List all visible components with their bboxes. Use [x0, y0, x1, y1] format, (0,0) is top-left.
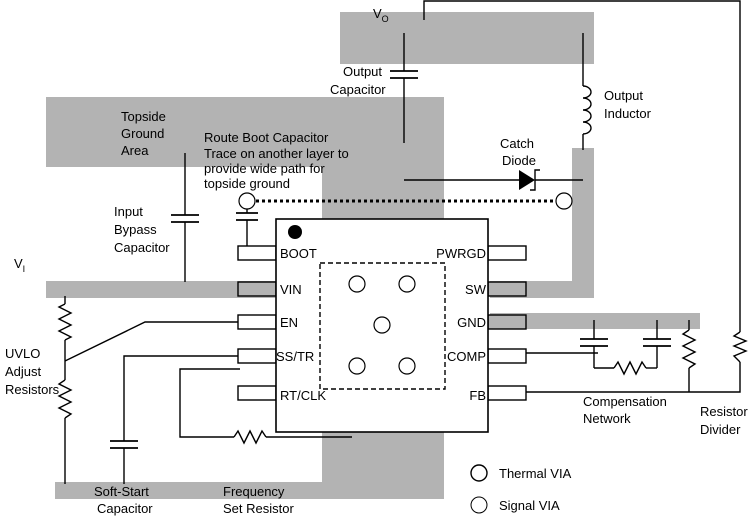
- pin-label-right: COMP: [447, 349, 486, 364]
- ground-bottom-strip: [55, 482, 444, 499]
- traces: [64, 0, 741, 484]
- capacitor-plates: [110, 70, 671, 449]
- route-boot-note: Route Boot Capacitor: [204, 130, 329, 145]
- catch-diode-symbol: [519, 169, 540, 191]
- thermal-via: [373, 316, 391, 334]
- route-boot-note: topside ground: [204, 176, 290, 191]
- fb-divider-resistor: [681, 329, 697, 369]
- pin-label-right: FB: [469, 388, 486, 403]
- signal-via-legend-icon: [470, 496, 488, 514]
- soft-start-label: Soft-Start: [94, 484, 149, 499]
- uvlo-label: UVLO: [5, 346, 40, 361]
- topside-ground-label: Ground: [121, 126, 164, 141]
- sw-signal-via: [555, 192, 573, 210]
- topside-ground-label: Topside: [121, 109, 166, 124]
- frequency-resistor: [233, 429, 267, 445]
- output-inductor-label: Output: [604, 88, 643, 103]
- output-capacitor-label: Output: [343, 64, 382, 79]
- pad-sw: [487, 281, 527, 297]
- route-boot-note: provide wide path for: [204, 161, 325, 176]
- resistor-divider-label: Resistor: [700, 404, 748, 419]
- pin-label-right: PWRGD: [436, 246, 486, 261]
- annotations: VO VI Output Capacitor Output Inductor T…: [5, 6, 748, 516]
- vo-copper-area: [340, 12, 594, 64]
- output-inductor-label: Inductor: [604, 106, 652, 121]
- resistor-divider-label: Divider: [700, 422, 741, 437]
- thermal-via: [398, 275, 416, 293]
- compensation-label: Compensation: [583, 394, 667, 409]
- sw-copper-vertical: [572, 148, 594, 298]
- pad-pwrgd: [487, 245, 527, 261]
- output-inductor-coil: [582, 85, 592, 135]
- catch-diode-label: Catch: [500, 136, 534, 151]
- input-bypass-label: Capacitor: [114, 240, 170, 255]
- route-boot-note: Trace on another layer to: [204, 146, 349, 161]
- input-bypass-label: Bypass: [114, 222, 157, 237]
- thermal-via-legend-label: Thermal VIA: [499, 466, 572, 481]
- uvlo-resistor-bottom: [57, 379, 73, 419]
- pin-label-left: EN: [280, 315, 298, 330]
- pad-comp: [487, 348, 527, 364]
- thermal-via: [348, 357, 366, 375]
- output-capacitor-label: Capacitor: [330, 82, 386, 97]
- pin-label-left: BOOT: [280, 246, 317, 261]
- pin-label-left: VIN: [280, 282, 302, 297]
- pad-gnd: [487, 314, 527, 330]
- vo-divider-resistor: [732, 331, 748, 363]
- vo-label: VO: [373, 6, 389, 24]
- pin-label-left: SS/TR: [276, 349, 314, 364]
- pin-label-right: SW: [465, 282, 487, 297]
- vi-label: VI: [14, 256, 25, 274]
- gnd-copper-strip: [490, 313, 700, 329]
- thermal-via-legend-icon: [470, 464, 488, 482]
- frequency-set-label: Set Resistor: [223, 501, 294, 516]
- ic-package: BOOT VIN EN SS/TR RT/CLK PWRGD SW GND CO…: [237, 218, 527, 433]
- thermal-via: [398, 357, 416, 375]
- uvlo-label: Resistors: [5, 382, 60, 397]
- compensation-label: Network: [583, 411, 631, 426]
- signal-via-legend-label: Signal VIA: [499, 498, 560, 513]
- pad-en: [237, 314, 277, 330]
- uvlo-label: Adjust: [5, 364, 42, 379]
- ic-body: [275, 218, 489, 433]
- thermal-via: [348, 275, 366, 293]
- pin1-marker: [288, 225, 302, 239]
- input-bypass-label: Input: [114, 204, 143, 219]
- topside-ground-label: Area: [121, 143, 149, 158]
- pin-label-right: GND: [457, 315, 486, 330]
- resistors: [57, 303, 748, 445]
- pad-fb: [487, 385, 527, 401]
- thermal-pad: [319, 262, 446, 390]
- legend: Thermal VIA Signal VIA: [470, 464, 572, 514]
- pad-boot: [237, 245, 277, 261]
- pin-label-left: RT/CLK: [280, 388, 326, 403]
- soft-start-label: Capacitor: [97, 501, 153, 516]
- frequency-set-label: Frequency: [223, 484, 285, 499]
- pad-vin: [237, 281, 277, 297]
- compensation-resistor: [613, 360, 647, 376]
- pad-sstr: [237, 348, 277, 364]
- catch-diode-label: Diode: [502, 153, 536, 168]
- uvlo-resistor-top: [57, 303, 73, 341]
- boot-signal-via: [238, 192, 256, 210]
- pad-rtclk: [237, 385, 277, 401]
